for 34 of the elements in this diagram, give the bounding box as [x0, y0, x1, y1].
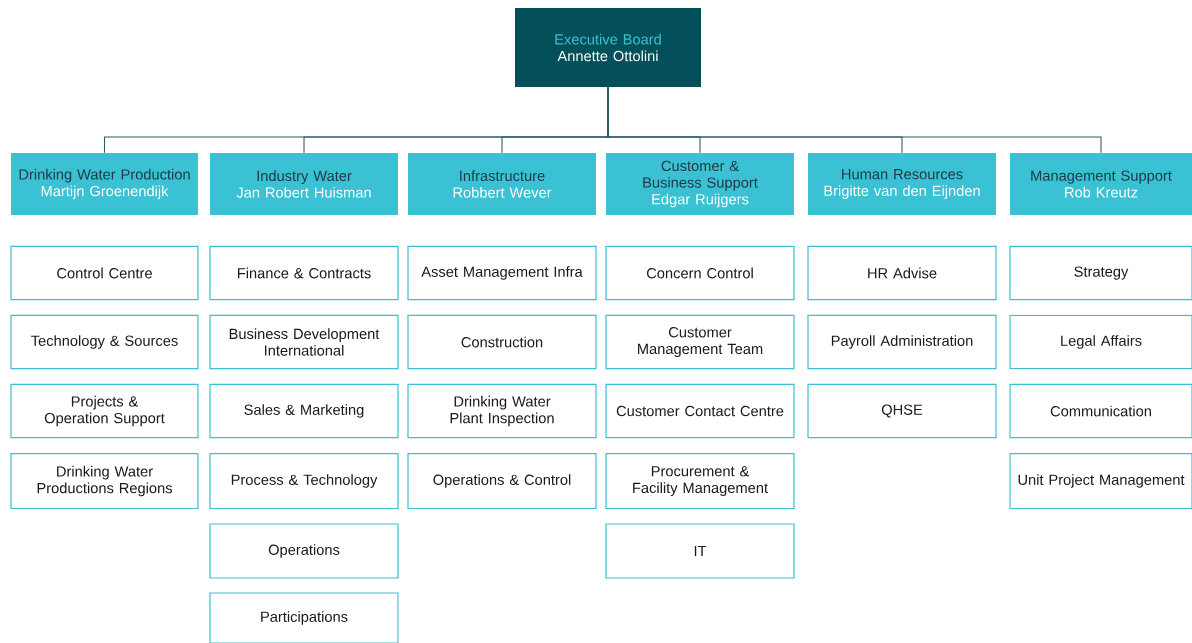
unit-box: Construction — [407, 314, 597, 370]
division-box: Industry Water Jan Robert Huisman — [210, 153, 398, 215]
unit-box: Legal Affairs — [1009, 314, 1192, 370]
unit-box: Control Centre — [10, 245, 199, 301]
unit-box: Participations — [209, 592, 399, 643]
unit-box: Asset Management Infra — [407, 245, 597, 301]
division-box: Management Support Rob Kreutz — [1010, 153, 1192, 215]
unit-box: Strategy — [1009, 245, 1192, 301]
unit-box: Procurement & Facility Management — [605, 452, 795, 510]
unit-box: Sales & Marketing — [209, 383, 399, 439]
division-box: Infrastructure Robbert Wever — [408, 153, 596, 215]
unit-box: Customer Contact Centre — [605, 383, 795, 439]
unit-box: Operations & Control — [407, 452, 597, 510]
unit-box: Technology & Sources — [10, 314, 199, 370]
unit-box: Operations — [209, 523, 399, 579]
division-box: Human Resources Brigitte van den Eijnden — [808, 153, 996, 215]
unit-box: Projects & Operation Support — [10, 383, 199, 439]
connector-line — [607, 86, 1102, 154]
unit-box: Unit Project Management — [1009, 452, 1192, 510]
unit-box: Communication — [1009, 383, 1192, 439]
unit-box: Drinking Water Productions Regions — [10, 452, 199, 510]
unit-box: Finance & Contracts — [209, 245, 399, 301]
unit-box: Drinking Water Plant Inspection — [407, 383, 597, 439]
unit-box: Concern Control — [605, 245, 795, 301]
unit-box: Customer Management Team — [605, 314, 795, 370]
unit-box: Business Development International — [209, 314, 399, 370]
unit-box: IT — [605, 523, 795, 579]
unit-box: HR Advise — [807, 245, 997, 301]
unit-box: Process & Technology — [209, 452, 399, 510]
unit-box: Payroll Administration — [807, 314, 997, 370]
division-box: Customer & Business Support Edgar Ruijgers — [606, 153, 794, 215]
unit-box: QHSE — [807, 383, 997, 439]
division-box: Drinking Water Production Martijn Groenendijk — [11, 153, 198, 215]
executive-box: Executive Board Annette Ottolini — [515, 8, 701, 87]
